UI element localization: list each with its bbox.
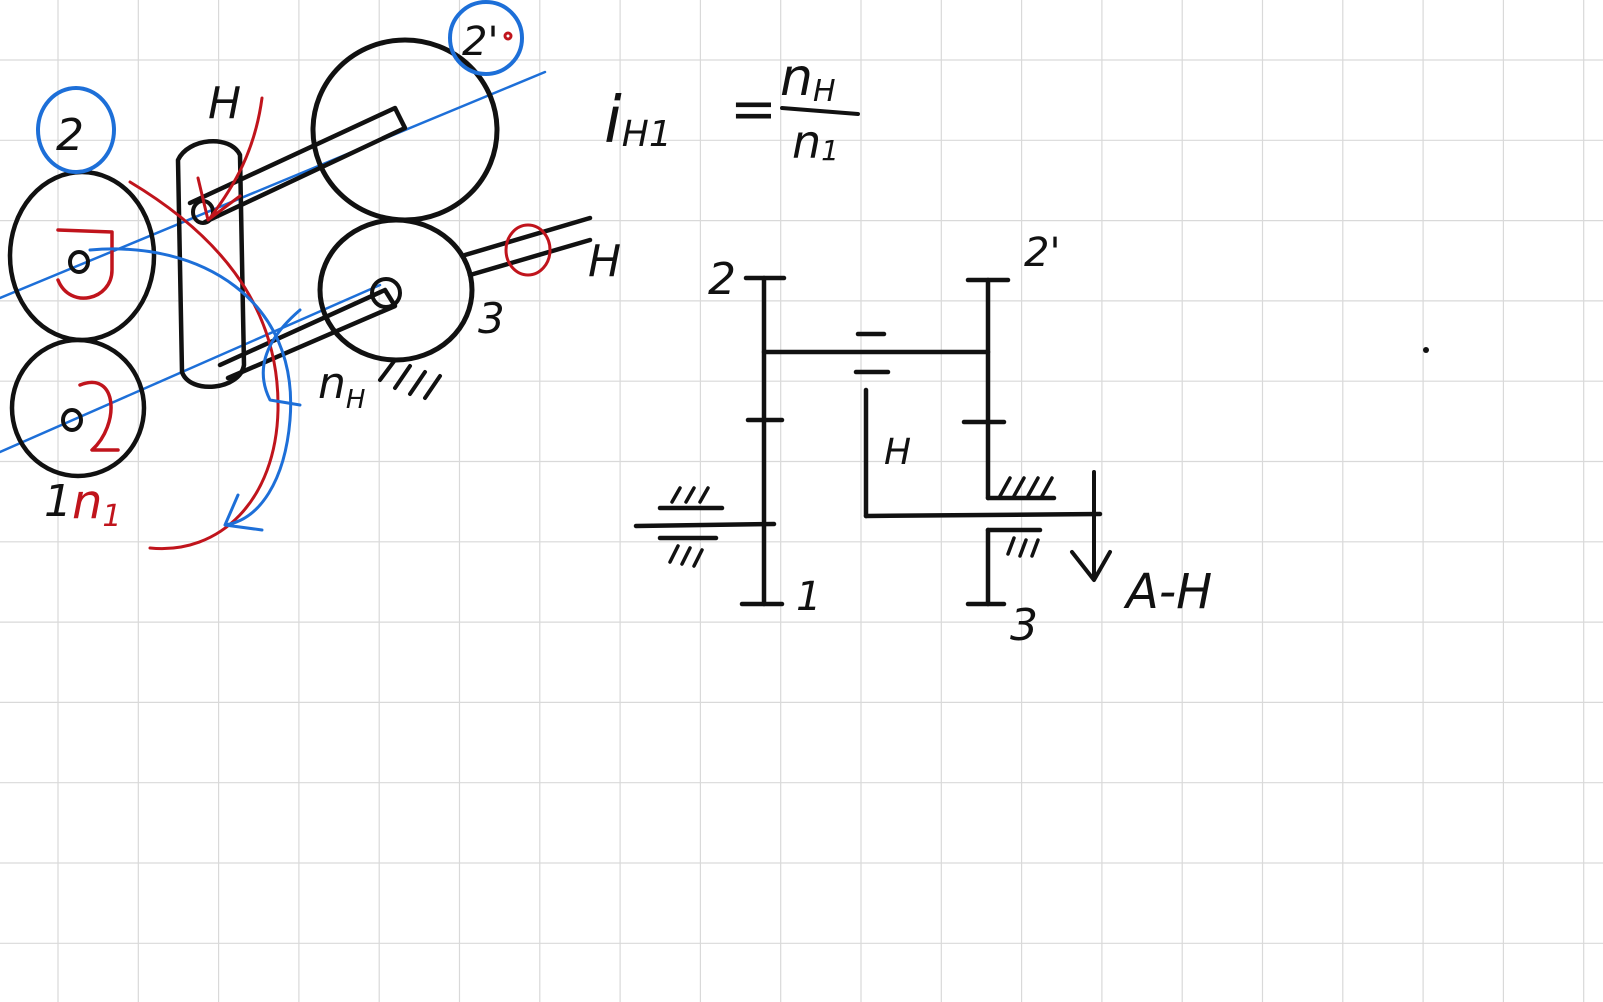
formula-equals: = xyxy=(730,77,777,142)
gear-2-rim xyxy=(7,169,157,343)
gear-3-rim xyxy=(317,217,475,363)
schematic-input-shaft xyxy=(633,521,777,529)
sketch-label-gear-2: 2 xyxy=(56,110,84,161)
sketch-label-output-h: H xyxy=(588,236,621,287)
red-arrow-h xyxy=(196,96,264,222)
schematic-carrier-horizontal xyxy=(863,511,1103,519)
sketch-label-gear-1: 1 xyxy=(44,476,72,527)
red-highlight-2prime xyxy=(503,31,513,41)
schematic-label-2prime: 2' xyxy=(1024,230,1060,276)
formula-fraction-bar xyxy=(780,106,860,116)
schematic-label-1: 1 xyxy=(796,574,821,620)
schematic-ground-hatch-gear-3 xyxy=(1006,536,1040,558)
stray-ink-dot xyxy=(1423,347,1429,353)
schematic-ground-hatch-right xyxy=(998,476,1054,498)
schematic-label-3: 3 xyxy=(1010,600,1038,651)
red-mark-gear-1 xyxy=(78,380,120,452)
formula-numerator: nH xyxy=(780,48,836,109)
planetary-sketch: 2 2' H 3 H nH 1 n1 xyxy=(0,0,621,551)
carrier-arm-plate xyxy=(175,139,247,389)
blue-axis-line-upper xyxy=(0,70,547,300)
schematic-label-2: 2 xyxy=(708,254,736,305)
kinematic-schematic: 2 2' H 1 3 A-H xyxy=(633,230,1212,651)
gear-1-rim xyxy=(9,337,147,479)
formula-lhs: iH1 xyxy=(604,84,672,158)
schematic-ground-hatch-lower xyxy=(668,544,704,568)
sketch-label-gear-3: 3 xyxy=(478,294,505,343)
sketch-label-gear-2prime: 2' xyxy=(462,19,498,65)
blue-arrow-nh xyxy=(261,308,302,407)
output-shaft xyxy=(462,215,593,278)
red-rotation-curve xyxy=(128,180,280,551)
schematic-label-h: H xyxy=(884,432,911,473)
ground-hatch-gear-3 xyxy=(378,358,442,400)
lower-shaft xyxy=(217,287,398,381)
schematic-label-output: A-H xyxy=(1123,564,1212,620)
sketch-label-carrier: H xyxy=(208,78,241,129)
upper-shaft xyxy=(187,105,408,225)
formula-denominator: n1 xyxy=(792,115,839,169)
schematic-output-arrowhead xyxy=(1070,550,1112,582)
gear-2-hub xyxy=(68,250,90,274)
blue-circle-label-2prime xyxy=(448,0,524,76)
gear-3-hub xyxy=(370,277,402,309)
schematic-ground-hatch-upper xyxy=(670,486,710,504)
ratio-formula: iH1 = nH n1 xyxy=(604,48,860,169)
blue-rotation-curve xyxy=(88,247,293,532)
red-mark-gear-2 xyxy=(56,228,114,300)
red-circle-output xyxy=(504,223,552,277)
gear-1-hub xyxy=(61,408,83,432)
sketch-label-n-h: nH xyxy=(318,358,365,415)
sketch-label-n-1: n1 xyxy=(72,474,122,534)
blue-circle-label-2 xyxy=(36,86,116,174)
